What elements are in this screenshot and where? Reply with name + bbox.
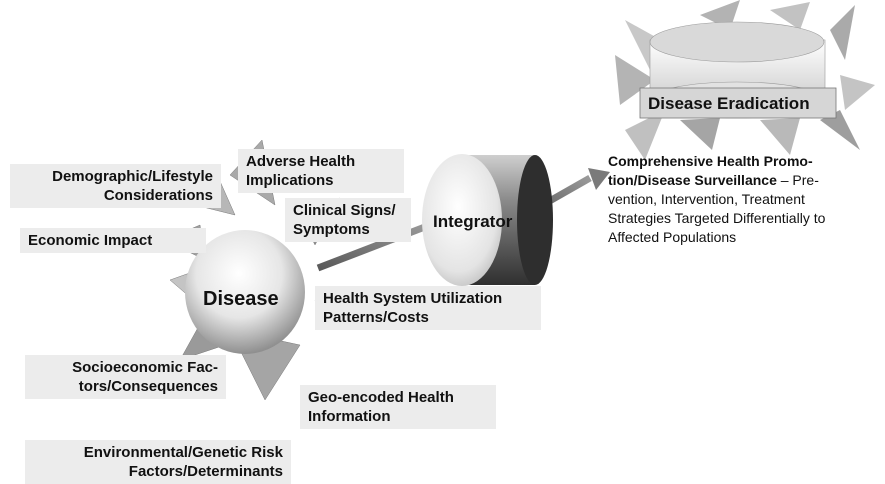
disease-label: Disease xyxy=(203,288,279,310)
factor-socioeconomic: Socioeconomic Fac- tors/Consequences xyxy=(25,355,226,399)
disease-to-integrator-arrow xyxy=(316,221,432,272)
integrator-to-outcome-arrowhead xyxy=(588,168,610,190)
integrator-cylinder xyxy=(422,154,553,286)
factor-clinical: Clinical Signs/ Symptoms xyxy=(285,198,411,242)
outcome-text: – Pre- vention, Intervention, Treatment … xyxy=(608,172,826,245)
factor-economic: Economic Impact xyxy=(20,228,206,253)
disease-sphere xyxy=(185,230,305,354)
factor-demographic: Demographic/Lifestyle Considerations xyxy=(10,164,221,208)
factor-geo: Geo-encoded Health Information xyxy=(300,385,496,429)
factor-environmental: Environmental/Genetic Risk Factors/Deter… xyxy=(25,440,291,484)
factor-adverse: Adverse Health Implications xyxy=(238,149,404,193)
factor-utilization: Health System Utilization Patterns/Costs xyxy=(315,286,541,330)
eradication-label: Disease Eradication xyxy=(648,94,810,113)
outcome-title: Comprehensive Health Promo- tion/Disease… xyxy=(608,153,813,188)
outcome-description: Comprehensive Health Promo- tion/Disease… xyxy=(608,152,882,247)
integrator-label: Integrator xyxy=(433,212,513,231)
eradication-burst xyxy=(615,0,875,160)
